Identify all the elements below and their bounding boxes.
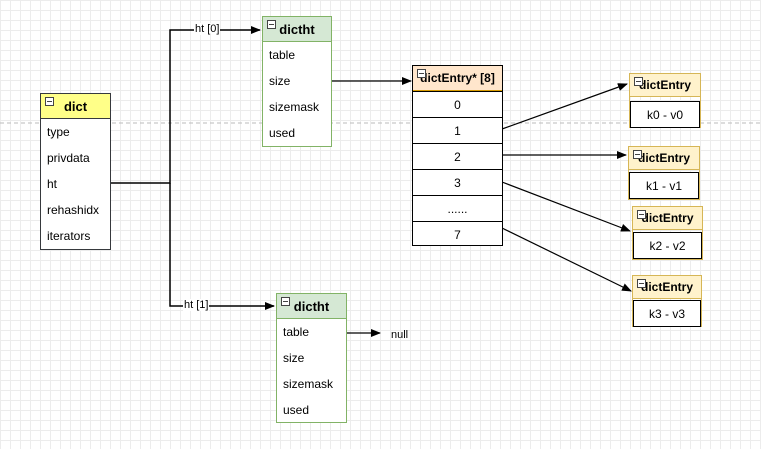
dictentry-2[interactable]: dictEntry k2 - v2 (632, 206, 703, 260)
collapse-icon[interactable] (417, 69, 426, 78)
dictht-0[interactable]: dictht table size sizemask used (262, 16, 332, 147)
array-header: dictEntry* [8] (413, 66, 502, 91)
array-bucket-0: 0 (413, 91, 502, 117)
dictentry-1-title: dictEntry (637, 151, 690, 165)
collapse-icon[interactable] (634, 77, 643, 86)
dict-field-iterators: iterators (47, 229, 91, 243)
dictentry-3-header: dictEntry (633, 276, 701, 299)
dictentry-2-value: k2 - v2 (633, 232, 702, 259)
dict-field-privdata: privdata (47, 151, 90, 165)
bucket7-to-entry3-connector (501, 227, 632, 292)
dictht-0-field-used: used (269, 126, 296, 140)
collapse-icon[interactable] (637, 210, 646, 219)
collapse-icon[interactable] (637, 279, 646, 288)
dict-field-rehashidx: rehashidx (47, 203, 100, 217)
ht1-edge-label: ht [1] (183, 299, 210, 311)
dictentry-0-value: k0 - v0 (630, 101, 700, 128)
dictentry-3-value: k3 - v3 (633, 300, 701, 327)
dictht-0-field-table: table (269, 48, 296, 62)
dictentry-2-header: dictEntry (633, 207, 702, 230)
dictht-0-title: dictht (279, 21, 315, 37)
dictentry-0[interactable]: dictEntry k0 - v0 (629, 73, 701, 128)
dictentry-1-header: dictEntry (629, 147, 699, 170)
dictentry-2-title: dictEntry (641, 211, 694, 225)
bucket3-to-entry2-connector (501, 181, 631, 232)
dictht-1-field-used: used (283, 403, 310, 417)
dictentry-3[interactable]: dictEntry k3 - v3 (632, 275, 702, 327)
dict-ht-to-ht0-connector (110, 26, 261, 184)
collapse-icon[interactable] (267, 20, 276, 29)
dictentry-3-title: dictEntry (640, 280, 693, 294)
dictht-0-header: dictht (263, 17, 331, 42)
dict-title: dict (63, 98, 88, 114)
null-label: null (391, 329, 409, 341)
dictht-1-field-sizemask: sizemask (283, 377, 334, 391)
bucket1-to-entry0-connector (501, 83, 628, 130)
array-bucket-7: 7 (413, 221, 502, 247)
dictentry-array[interactable]: dictEntry* [8] 0 1 2 3 ...... 7 (412, 65, 503, 246)
dict-header: dict (41, 94, 110, 119)
dictht-0-field-size: size (269, 74, 291, 88)
array-bucket-2: 2 (413, 143, 502, 169)
dictht-1-field-size: size (283, 351, 305, 365)
dict-ht-to-ht1-connector (169, 183, 275, 310)
array-title: dictEntry* [8] (420, 71, 495, 85)
dictht-0-field-sizemask: sizemask (269, 100, 320, 114)
dict-field-type: type (47, 125, 70, 139)
dictentry-1-value: k1 - v1 (629, 172, 699, 199)
dictht-1-field-table: table (283, 325, 310, 339)
dict-field-ht: ht (47, 177, 58, 191)
array-bucket-3: 3 (413, 169, 502, 195)
dict-struct[interactable]: dict type privdata ht rehashidx iterator… (40, 93, 111, 250)
dictentry-0-title: dictEntry (638, 78, 691, 92)
array-bucket-1: 1 (413, 117, 502, 143)
collapse-icon[interactable] (281, 297, 290, 306)
array-bucket-ellipsis: ...... (413, 195, 502, 221)
collapse-icon[interactable] (633, 150, 642, 159)
dictht-1-header: dictht (277, 294, 346, 319)
dictht-1[interactable]: dictht table size sizemask used (276, 293, 347, 423)
collapse-icon[interactable] (45, 97, 54, 106)
dictentry-0-header: dictEntry (630, 74, 700, 97)
dictentry-1[interactable]: dictEntry k1 - v1 (628, 146, 700, 200)
ht0-edge-label: ht [0] (194, 23, 221, 35)
dictht-1-title: dictht (293, 298, 330, 314)
